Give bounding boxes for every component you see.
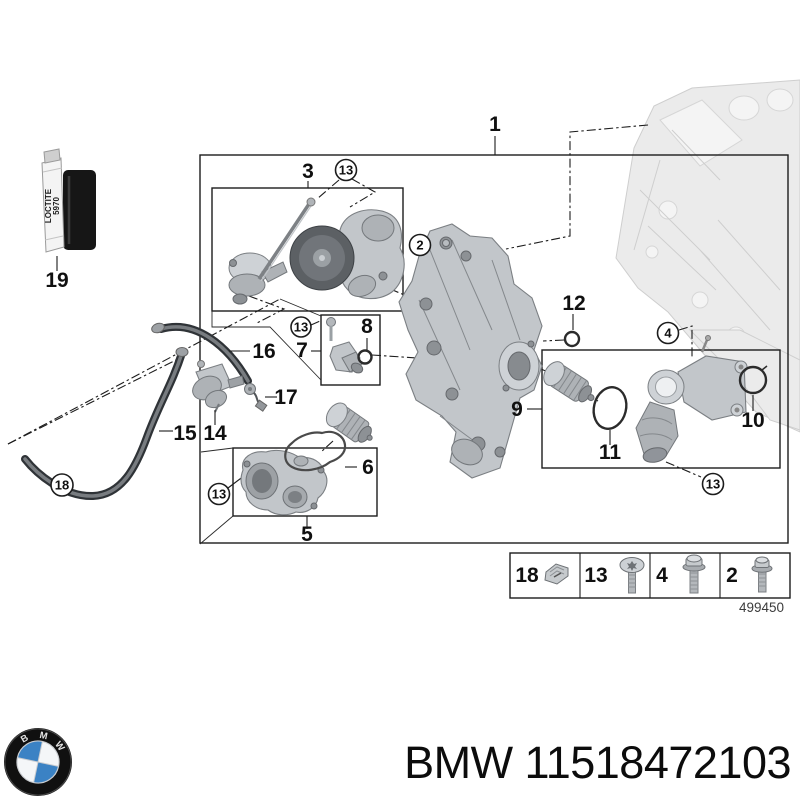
part-number-text: BMW 11518472103 (404, 737, 791, 788)
svg-text:2: 2 (726, 564, 738, 587)
actuator-rod (257, 203, 311, 280)
tube-shoulder (43, 148, 61, 164)
roundel-quadrant (17, 741, 43, 762)
tube-product-text: 5970 (52, 197, 61, 215)
projection-line (200, 447, 234, 453)
circled-callout-4: 4 (656, 321, 680, 345)
temp-sensor-group (326, 317, 373, 374)
roundel-letter-b: B (19, 733, 31, 746)
roundel-quadrant (33, 762, 59, 783)
projection-line (199, 515, 234, 545)
callout-6: 6 (362, 456, 374, 479)
svg-text:18: 18 (55, 478, 69, 493)
leader-line (665, 461, 702, 478)
gasket-6 (284, 430, 347, 472)
leader-line (320, 440, 334, 453)
svg-text:13: 13 (706, 477, 720, 492)
flange-bolt-icon (682, 554, 706, 594)
leader-line (7, 298, 281, 445)
bmw-logo: B M W (4, 728, 72, 796)
legend-table: 18 13 4 (509, 552, 791, 599)
leader-line (505, 124, 649, 250)
thermostat-cartridge-5 (325, 402, 373, 443)
circled-callout-18: 18 (50, 473, 74, 497)
callout-16: 16 (252, 340, 275, 363)
svg-text:13: 13 (584, 564, 607, 587)
callout-1: 1 (489, 113, 501, 136)
svg-text:2: 2 (416, 238, 423, 253)
projection-line (211, 311, 322, 381)
svg-text:4: 4 (656, 564, 668, 587)
callouts: 1 3 13 2 12 4 9 11 10 13 5 6 (45, 113, 764, 546)
callout-3: 3 (302, 160, 314, 183)
tube-brand-text: LOCTITE (44, 188, 53, 223)
circled-callout-2: 2 (408, 233, 432, 257)
roundel-letter-m: M (38, 730, 48, 742)
roundel-quadrant (17, 757, 38, 783)
circled-callout-13-a: 13 (334, 158, 358, 182)
callout-19: 19 (45, 269, 68, 292)
svg-text:13: 13 (339, 163, 353, 178)
thermostat-cartridge-9 (543, 361, 595, 403)
callout-15: 15 (173, 422, 197, 445)
projection-line (279, 298, 322, 317)
leader-line (7, 356, 183, 445)
o-ring-10 (738, 365, 768, 395)
coolant-hose-15 (21, 349, 186, 501)
drawing-number: 499450 (739, 600, 784, 615)
solenoid-valve-14 (192, 360, 245, 413)
o-ring-12 (563, 330, 581, 348)
loctite-tube: LOCTITE 5970 (41, 148, 96, 253)
callout-5: 5 (301, 523, 313, 546)
tube-cap-cylinder (63, 170, 96, 250)
legend-cell-4: 4 (656, 554, 706, 594)
coolant-flange (635, 335, 748, 463)
svg-text:13: 13 (294, 320, 308, 335)
thermostat-group-9 (543, 335, 768, 463)
assembly-box-5 (232, 447, 378, 517)
roundel-quadrant (38, 741, 59, 767)
callout-9: 9 (511, 398, 523, 421)
bracket-bolt-2 (442, 239, 450, 247)
torx-screw-icon (619, 557, 645, 594)
leader-line (678, 325, 693, 359)
callout-14: 14 (203, 422, 227, 445)
clip-icon (544, 563, 569, 585)
projection-lines (199, 298, 322, 545)
callout-10: 10 (741, 409, 764, 432)
circled-callout-13-d: 13 (701, 472, 725, 496)
pump-motor (361, 214, 395, 242)
callout-7: 7 (296, 339, 308, 362)
callout-17: 17 (274, 386, 297, 409)
legend-cell-13: 13 (584, 557, 645, 594)
callout-8: 8 (361, 315, 373, 338)
leader-line (310, 320, 321, 326)
leader-line (349, 178, 377, 208)
o-ring-8 (357, 349, 373, 365)
o-ring-11 (592, 386, 628, 430)
leader-line (316, 179, 340, 200)
leader-line (542, 339, 565, 342)
svg-text:13: 13 (212, 487, 226, 502)
circled-callout-13-b: 13 (290, 316, 312, 338)
legend-cell-18: 18 (515, 563, 569, 587)
flange-bolt-icon (751, 556, 773, 593)
assembly-box-1 (199, 154, 789, 544)
hose-group (21, 322, 268, 501)
leader-line (248, 295, 286, 324)
mounting-bracket (398, 223, 543, 479)
sensor-17 (244, 383, 268, 412)
leader-line (373, 281, 431, 307)
sensor-bolt (326, 317, 336, 327)
assembly-box-7-8 (320, 314, 381, 386)
svg-text:4: 4 (664, 326, 672, 341)
circled-callout-13-c: 13 (207, 482, 231, 506)
callout-12: 12 (562, 292, 585, 315)
water-pump-assembly (228, 197, 405, 305)
thermostat-housing-group (240, 402, 373, 516)
callout-11: 11 (599, 441, 622, 464)
svg-text:18: 18 (515, 564, 539, 587)
legend-cell-2: 2 (726, 556, 773, 593)
